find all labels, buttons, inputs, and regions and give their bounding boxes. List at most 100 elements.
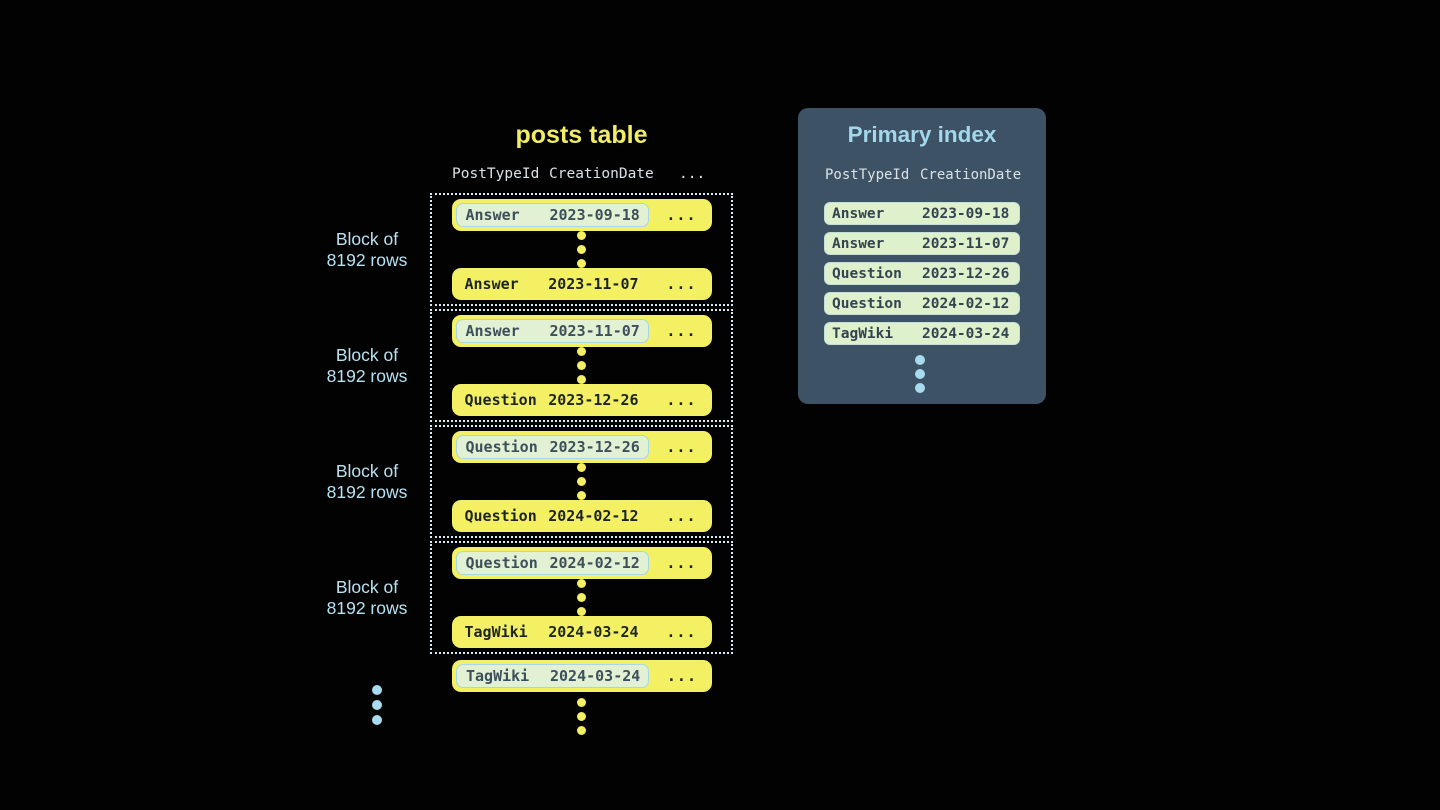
dot [915, 383, 925, 393]
row-creationdate: 2024-02-12 [549, 554, 640, 572]
row-more-columns: ... [666, 667, 697, 685]
dot [577, 698, 586, 707]
row-creationdate: 2023-12-26 [922, 265, 1010, 282]
dot [577, 231, 586, 240]
block-label-3: Block of 8192 rows [312, 425, 422, 538]
index-row: Question 2024-02-12 [824, 292, 1020, 315]
row-creationdate: 2024-02-12 [922, 295, 1010, 312]
block-label-2: Block of 8192 rows [312, 309, 422, 422]
row-posttypeid: Answer [832, 205, 885, 222]
dot [577, 491, 586, 500]
row-posttypeid: Answer [465, 322, 520, 340]
row-posttypeid: TagWiki [464, 623, 528, 641]
column-header-posttypeid: PostTypeId [452, 166, 540, 182]
dot [577, 463, 586, 472]
posts-table-title: posts table [515, 121, 648, 149]
row-creationdate: 2023-12-26 [548, 391, 639, 409]
block-label-line2: 8192 rows [326, 481, 408, 502]
table-row-last: Answer 2023-11-07 ... [451, 268, 712, 300]
row-block-1: Answer 2023-09-18 ... Answer 2023-11-07 … [430, 193, 733, 306]
column-header-posttypeid: PostTypeId [825, 167, 910, 183]
row-creationdate: 2023-11-07 [549, 322, 640, 340]
index-row: TagWiki 2024-03-24 [824, 322, 1020, 345]
row-creationdate: 2024-02-12 [548, 507, 639, 525]
table-row-first: Answer 2023-11-07 ... [451, 315, 712, 347]
index-entry-highlight: TagWiki 2024-03-24 [456, 664, 650, 688]
posts-table-column-headers: PostTypeId CreationDate ... [452, 166, 705, 182]
row-creationdate: 2023-11-07 [548, 275, 639, 293]
block-label-4: Block of 8192 rows [312, 541, 422, 654]
row-posttypeid: Question [464, 391, 537, 409]
dot [372, 715, 382, 725]
table-row-last: Question 2023-12-26 ... [451, 384, 712, 416]
dot [577, 607, 586, 616]
row-posttypeid: Question [465, 554, 538, 572]
row-block-2: Answer 2023-11-07 ... Question 2023-12-2… [430, 309, 733, 422]
row-creationdate: 2024-03-24 [922, 325, 1010, 342]
index-row: Answer 2023-11-07 [824, 232, 1020, 255]
row-more-columns: ... [666, 507, 697, 525]
row-block-3: Question 2023-12-26 ... Question 2024-02… [430, 425, 733, 538]
row-creationdate: 2024-03-24 [548, 623, 639, 641]
table-row-last: Question 2024-02-12 ... [451, 500, 712, 532]
row-posttypeid: Question [465, 438, 538, 456]
column-header-creationdate: CreationDate [549, 166, 654, 182]
row-ellipsis-dots [577, 579, 586, 616]
dot [577, 726, 586, 735]
table-row-overflow: TagWiki 2024-03-24 ... [452, 660, 712, 692]
row-more-columns: ... [666, 275, 697, 293]
column-header-creationdate: CreationDate [920, 167, 1022, 183]
row-ellipsis-dots [577, 231, 586, 268]
row-ellipsis-dots [577, 463, 586, 500]
row-posttypeid: TagWiki [466, 667, 530, 685]
dot [577, 245, 586, 254]
row-creationdate: 2023-09-18 [922, 205, 1010, 222]
block-label-line2: 8192 rows [326, 365, 408, 386]
row-block-4: Question 2024-02-12 ... TagWiki 2024-03-… [430, 541, 733, 654]
block-label-line1: Block of [335, 344, 399, 365]
row-posttypeid: TagWiki [832, 325, 894, 342]
table-row-last: TagWiki 2024-03-24 ... [451, 616, 712, 648]
row-posttypeid: Question [464, 507, 537, 525]
dot [372, 700, 382, 710]
more-blocks-dots [372, 685, 382, 725]
index-row: Answer 2023-09-18 [824, 202, 1020, 225]
primary-index-title: Primary index [847, 122, 997, 147]
dot [372, 685, 382, 695]
table-row-first: Question 2023-12-26 ... [451, 431, 712, 463]
more-rows-dots [577, 698, 586, 735]
row-creationdate: 2024-03-24 [550, 667, 641, 685]
row-posttypeid: Question [832, 265, 902, 282]
column-header-more: ... [679, 166, 706, 182]
table-row-first: Answer 2023-09-18 ... [451, 199, 712, 231]
row-posttypeid: Answer [832, 235, 885, 252]
block-label-1: Block of 8192 rows [312, 193, 422, 306]
row-posttypeid: Question [832, 295, 902, 312]
table-row-first: Question 2024-02-12 ... [451, 547, 712, 579]
block-label-line2: 8192 rows [326, 249, 408, 270]
row-creationdate: 2023-09-18 [549, 206, 640, 224]
dot [577, 259, 586, 268]
row-more-columns: ... [666, 391, 697, 409]
dot [577, 361, 586, 370]
row-more-columns: ... [666, 554, 697, 572]
primary-index-column-headers: PostTypeId CreationDate [825, 167, 1021, 183]
row-more-columns: ... [666, 623, 697, 641]
dot [577, 579, 586, 588]
block-label-line1: Block of [335, 228, 399, 249]
row-posttypeid: Answer [464, 275, 519, 293]
primary-index-rows: Answer 2023-09-18 Answer 2023-11-07 Ques… [824, 202, 1020, 345]
dot [577, 375, 586, 384]
index-entry-highlight: Answer 2023-11-07 [455, 319, 649, 343]
row-more-columns: ... [666, 322, 697, 340]
row-more-columns: ... [666, 438, 697, 456]
index-entry-highlight: Question 2023-12-26 [455, 435, 649, 459]
primary-index-panel: Primary index PostTypeId CreationDate An… [798, 108, 1046, 404]
more-index-entries-dots [915, 355, 925, 393]
index-entry-highlight: Question 2024-02-12 [455, 551, 649, 575]
row-more-columns: ... [666, 206, 697, 224]
dot [577, 477, 586, 486]
index-entry-highlight: Answer 2023-09-18 [455, 203, 649, 227]
block-label-line1: Block of [335, 576, 399, 597]
row-creationdate: 2023-11-07 [922, 235, 1010, 252]
